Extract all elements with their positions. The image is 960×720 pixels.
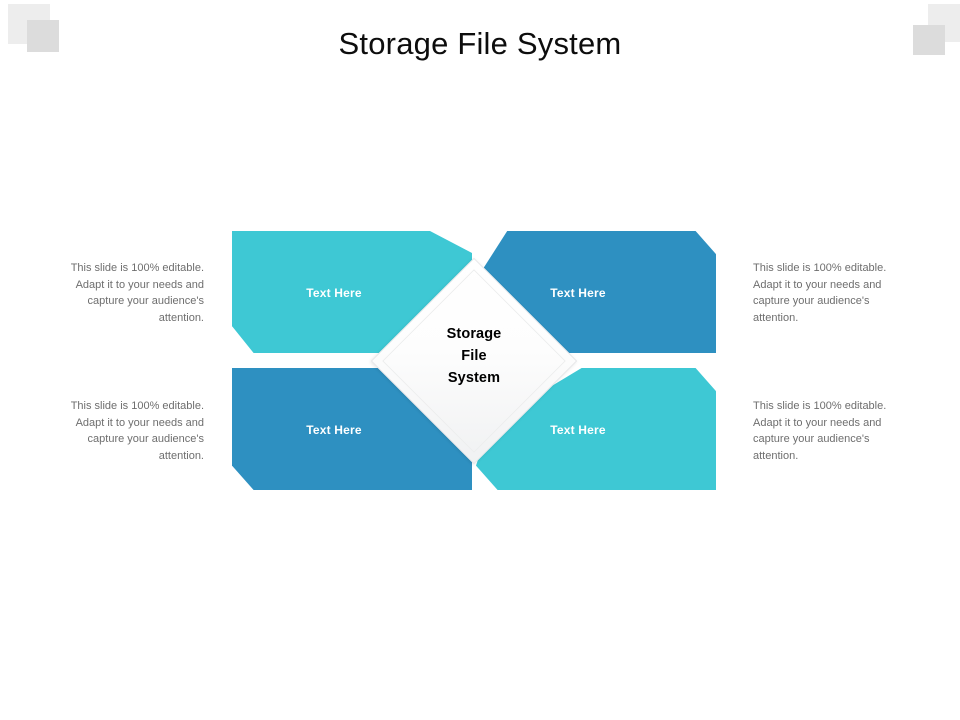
quadrant-top-left-label: Text Here — [306, 286, 362, 300]
description-top-right: This slide is 100% editable. Adapt it to… — [753, 262, 887, 324]
quadrant-bottom-left-label: Text Here — [306, 423, 362, 437]
center-label-line-1: Storage — [446, 326, 502, 342]
description-bottom-left: This slide is 100% editable. Adapt it to… — [70, 400, 204, 462]
description-top-left: This slide is 100% editable. Adapt it to… — [70, 262, 204, 324]
corner-decoration-square-top-right-b — [913, 25, 945, 55]
quadrant-top-right-label: Text Here — [550, 286, 606, 300]
center-diamond-label: Storage File System — [393, 323, 555, 389]
center-label-line-3: System — [447, 370, 501, 386]
page-title: Storage File System — [338, 26, 622, 61]
description-bottom-right: This slide is 100% editable. Adapt it to… — [753, 400, 887, 462]
center-label-line-2: File — [461, 348, 487, 364]
quadrant-bottom-right-label: Text Here — [550, 423, 606, 437]
corner-decoration-square-top-left-b — [27, 20, 59, 52]
